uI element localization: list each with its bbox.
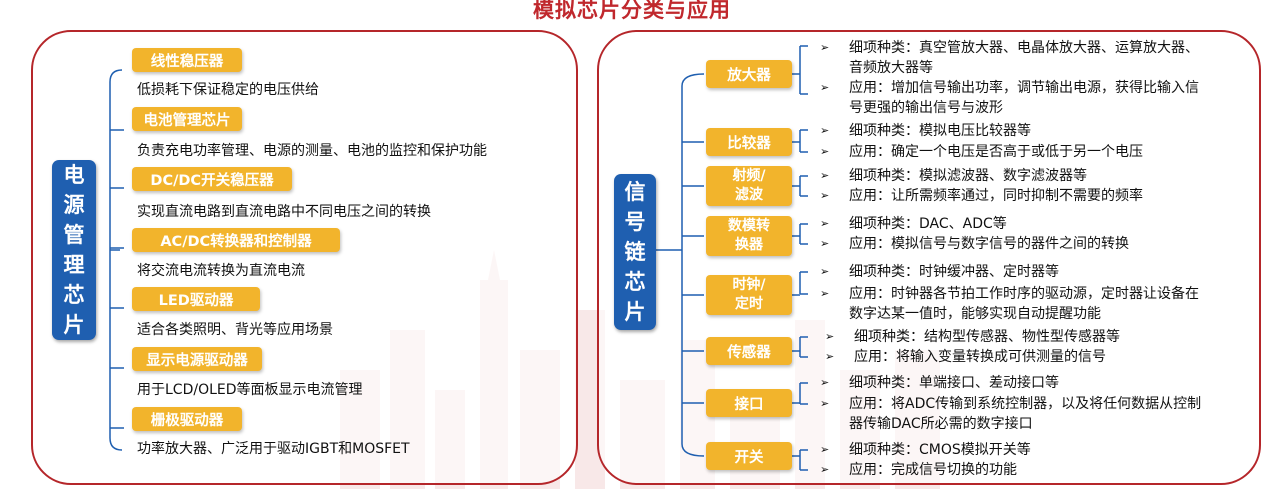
arrow-right-icon: ➢ — [820, 443, 830, 456]
rf-filter-types: ➢细项种类：模拟滤波器、数字滤波器等 — [820, 168, 1087, 184]
rf-filter-application: ➢应用：让所需频率通过，同时抑制不需要的频率 — [820, 188, 1143, 204]
arrow-right-icon: ➢ — [820, 265, 830, 278]
desc-linear-regulator: 低损耗下保证稳定的电压供给 — [137, 82, 319, 98]
tag-sensor: 传感器 — [706, 337, 792, 365]
data-converter-application: ➢应用：模拟信号与数字信号的器件之间的转换 — [820, 236, 1129, 252]
arrow-right-icon: ➢ — [820, 169, 830, 182]
tag-linear-regulator: 线性稳压器 — [132, 48, 242, 72]
arrow-right-icon: ➢ — [825, 330, 835, 343]
tag-dcdc-regulator: DC/DC开关稳压器 — [132, 167, 292, 191]
tag-switch: 开关 — [706, 442, 792, 470]
arrow-right-icon: ➢ — [820, 189, 830, 202]
tag-led-driver: LED驱动器 — [132, 287, 260, 311]
tag-amplifier: 放大器 — [706, 60, 792, 88]
switch-types: ➢细项种类：CMOS模拟开关等 — [820, 442, 1031, 458]
arrow-right-icon: ➢ — [820, 217, 830, 230]
power-management-panel — [31, 30, 578, 485]
arrow-right-icon: ➢ — [820, 145, 830, 158]
arrow-right-icon: ➢ — [820, 463, 830, 476]
power-management-label: 电源管 理芯片 — [52, 160, 96, 340]
clock-timer-types: ➢细项种类：时钟缓冲器、定时器等 — [820, 264, 1059, 280]
interface-application: ➢应用：将ADC传输到系统控制器，以及将任何数据从控制器传输DAC所必需的数字接… — [820, 396, 1202, 432]
comparator-application: ➢应用：确定一个电压是否高于或低于另一个电压 — [820, 144, 1143, 160]
tag-clock-timer: 时钟/定时 — [706, 275, 792, 315]
arrow-right-icon: ➢ — [820, 41, 830, 54]
tag-data-converter: 数模转换器 — [706, 216, 792, 256]
clock-timer-application: ➢应用：时钟器各节拍工作时序的驱动源，定时器让设备在数字达某一值时，能够实现自动… — [820, 286, 1199, 322]
desc-gate-driver: 功率放大器、广泛用于驱动IGBT和MOSFET — [137, 441, 410, 457]
interface-types: ➢细项种类：单端接口、差动接口等 — [820, 375, 1059, 391]
tag-gate-driver: 栅极驱动器 — [132, 407, 242, 431]
tag-comparator: 比较器 — [706, 128, 792, 156]
signal-chain-label: 信号链 芯片 — [614, 174, 656, 330]
sensor-application: ➢应用：将输入变量转换成可供测量的信号 — [825, 349, 1106, 365]
switch-application: ➢应用：完成信号切换的功能 — [820, 462, 1017, 478]
tag-rf-filter: 射频/滤波 — [706, 166, 792, 206]
page-title: 模拟芯片分类与应用 — [533, 0, 731, 22]
arrow-right-icon: ➢ — [820, 237, 830, 250]
arrow-right-icon: ➢ — [820, 81, 830, 94]
comparator-types: ➢细项种类：模拟电压比较器等 — [820, 123, 1031, 139]
arrow-right-icon: ➢ — [820, 287, 830, 300]
amplifier-application: ➢应用：增加信号输出功率，调节输出电源，获得比输入信号更强的输出信号与波形 — [820, 80, 1199, 116]
desc-led-driver: 适合各类照明、背光等应用场景 — [137, 322, 333, 338]
desc-display-power-driver: 用于LCD/OLED等面板显示电流管理 — [137, 382, 363, 398]
arrow-right-icon: ➢ — [820, 376, 830, 389]
amplifier-types: ➢细项种类：真空管放大器、电晶体放大器、运算放大器、音频放大器等 — [820, 40, 1199, 76]
tag-battery-management: 电池管理芯片 — [132, 107, 242, 131]
arrow-right-icon: ➢ — [820, 124, 830, 137]
desc-battery-management: 负责充电功率管理、电源的测量、电池的监控和保护功能 — [137, 143, 487, 159]
tag-display-power-driver: 显示电源驱动器 — [132, 347, 262, 371]
tag-acdc-converter: AC/DC转换器和控制器 — [132, 228, 340, 252]
desc-acdc-converter: 将交流电流转换为直流电流 — [137, 263, 305, 279]
data-converter-types: ➢细项种类：DAC、ADC等 — [820, 216, 1007, 232]
sensor-types: ➢细项种类：结构型传感器、物性型传感器等 — [825, 329, 1120, 345]
desc-dcdc-regulator: 实现直流电路到直流电路中不同电压之间的转换 — [137, 204, 431, 220]
tag-interface: 接口 — [706, 389, 792, 417]
arrow-right-icon: ➢ — [825, 350, 835, 363]
arrow-right-icon: ➢ — [820, 397, 830, 410]
